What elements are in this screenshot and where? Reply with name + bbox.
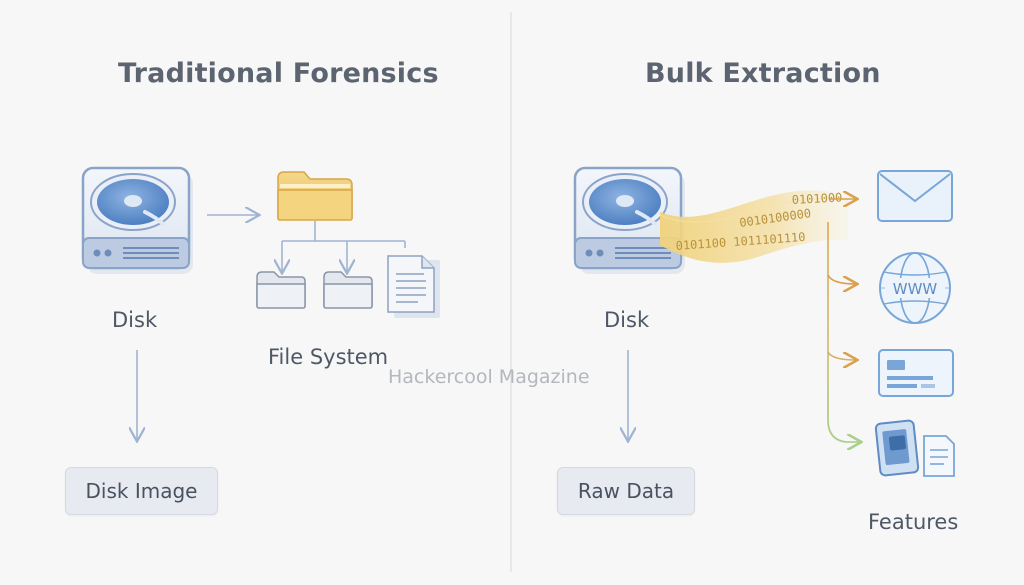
folder-icon — [256, 271, 306, 309]
left-disk-label: Disk — [112, 308, 158, 332]
feature-feed-line — [827, 222, 847, 443]
watermark: Hackercool Magazine — [388, 366, 590, 388]
folder-icon — [277, 171, 353, 221]
filesystem-label: File System — [268, 345, 389, 369]
stream-bits-1: 0101000 — [791, 190, 842, 207]
folder-icon — [323, 271, 373, 309]
arrow-to-globe — [827, 274, 856, 284]
features-label: Features — [868, 510, 959, 534]
right-title: Bulk Extraction — [645, 58, 881, 89]
data-stream-ribbon — [660, 190, 848, 263]
globe-text: WWW — [893, 280, 938, 298]
hard-drive-icon — [81, 166, 193, 274]
envelope-icon — [877, 170, 953, 222]
right-disk-label: Disk — [604, 308, 650, 332]
left-title: Traditional Forensics — [118, 58, 439, 89]
document-icon — [923, 435, 955, 477]
hard-drive-icon — [573, 166, 685, 274]
phone-icon — [874, 419, 920, 477]
data-stream-highlight — [659, 198, 849, 223]
disk-image-box: Disk Image — [65, 467, 218, 515]
arrow-to-id-card — [827, 351, 856, 360]
id-card-icon — [878, 349, 954, 397]
document-icon — [387, 255, 440, 318]
filesystem-tree-lines — [282, 221, 406, 272]
globe-icon: WWW — [879, 252, 951, 324]
raw-data-box: Raw Data — [557, 467, 695, 515]
